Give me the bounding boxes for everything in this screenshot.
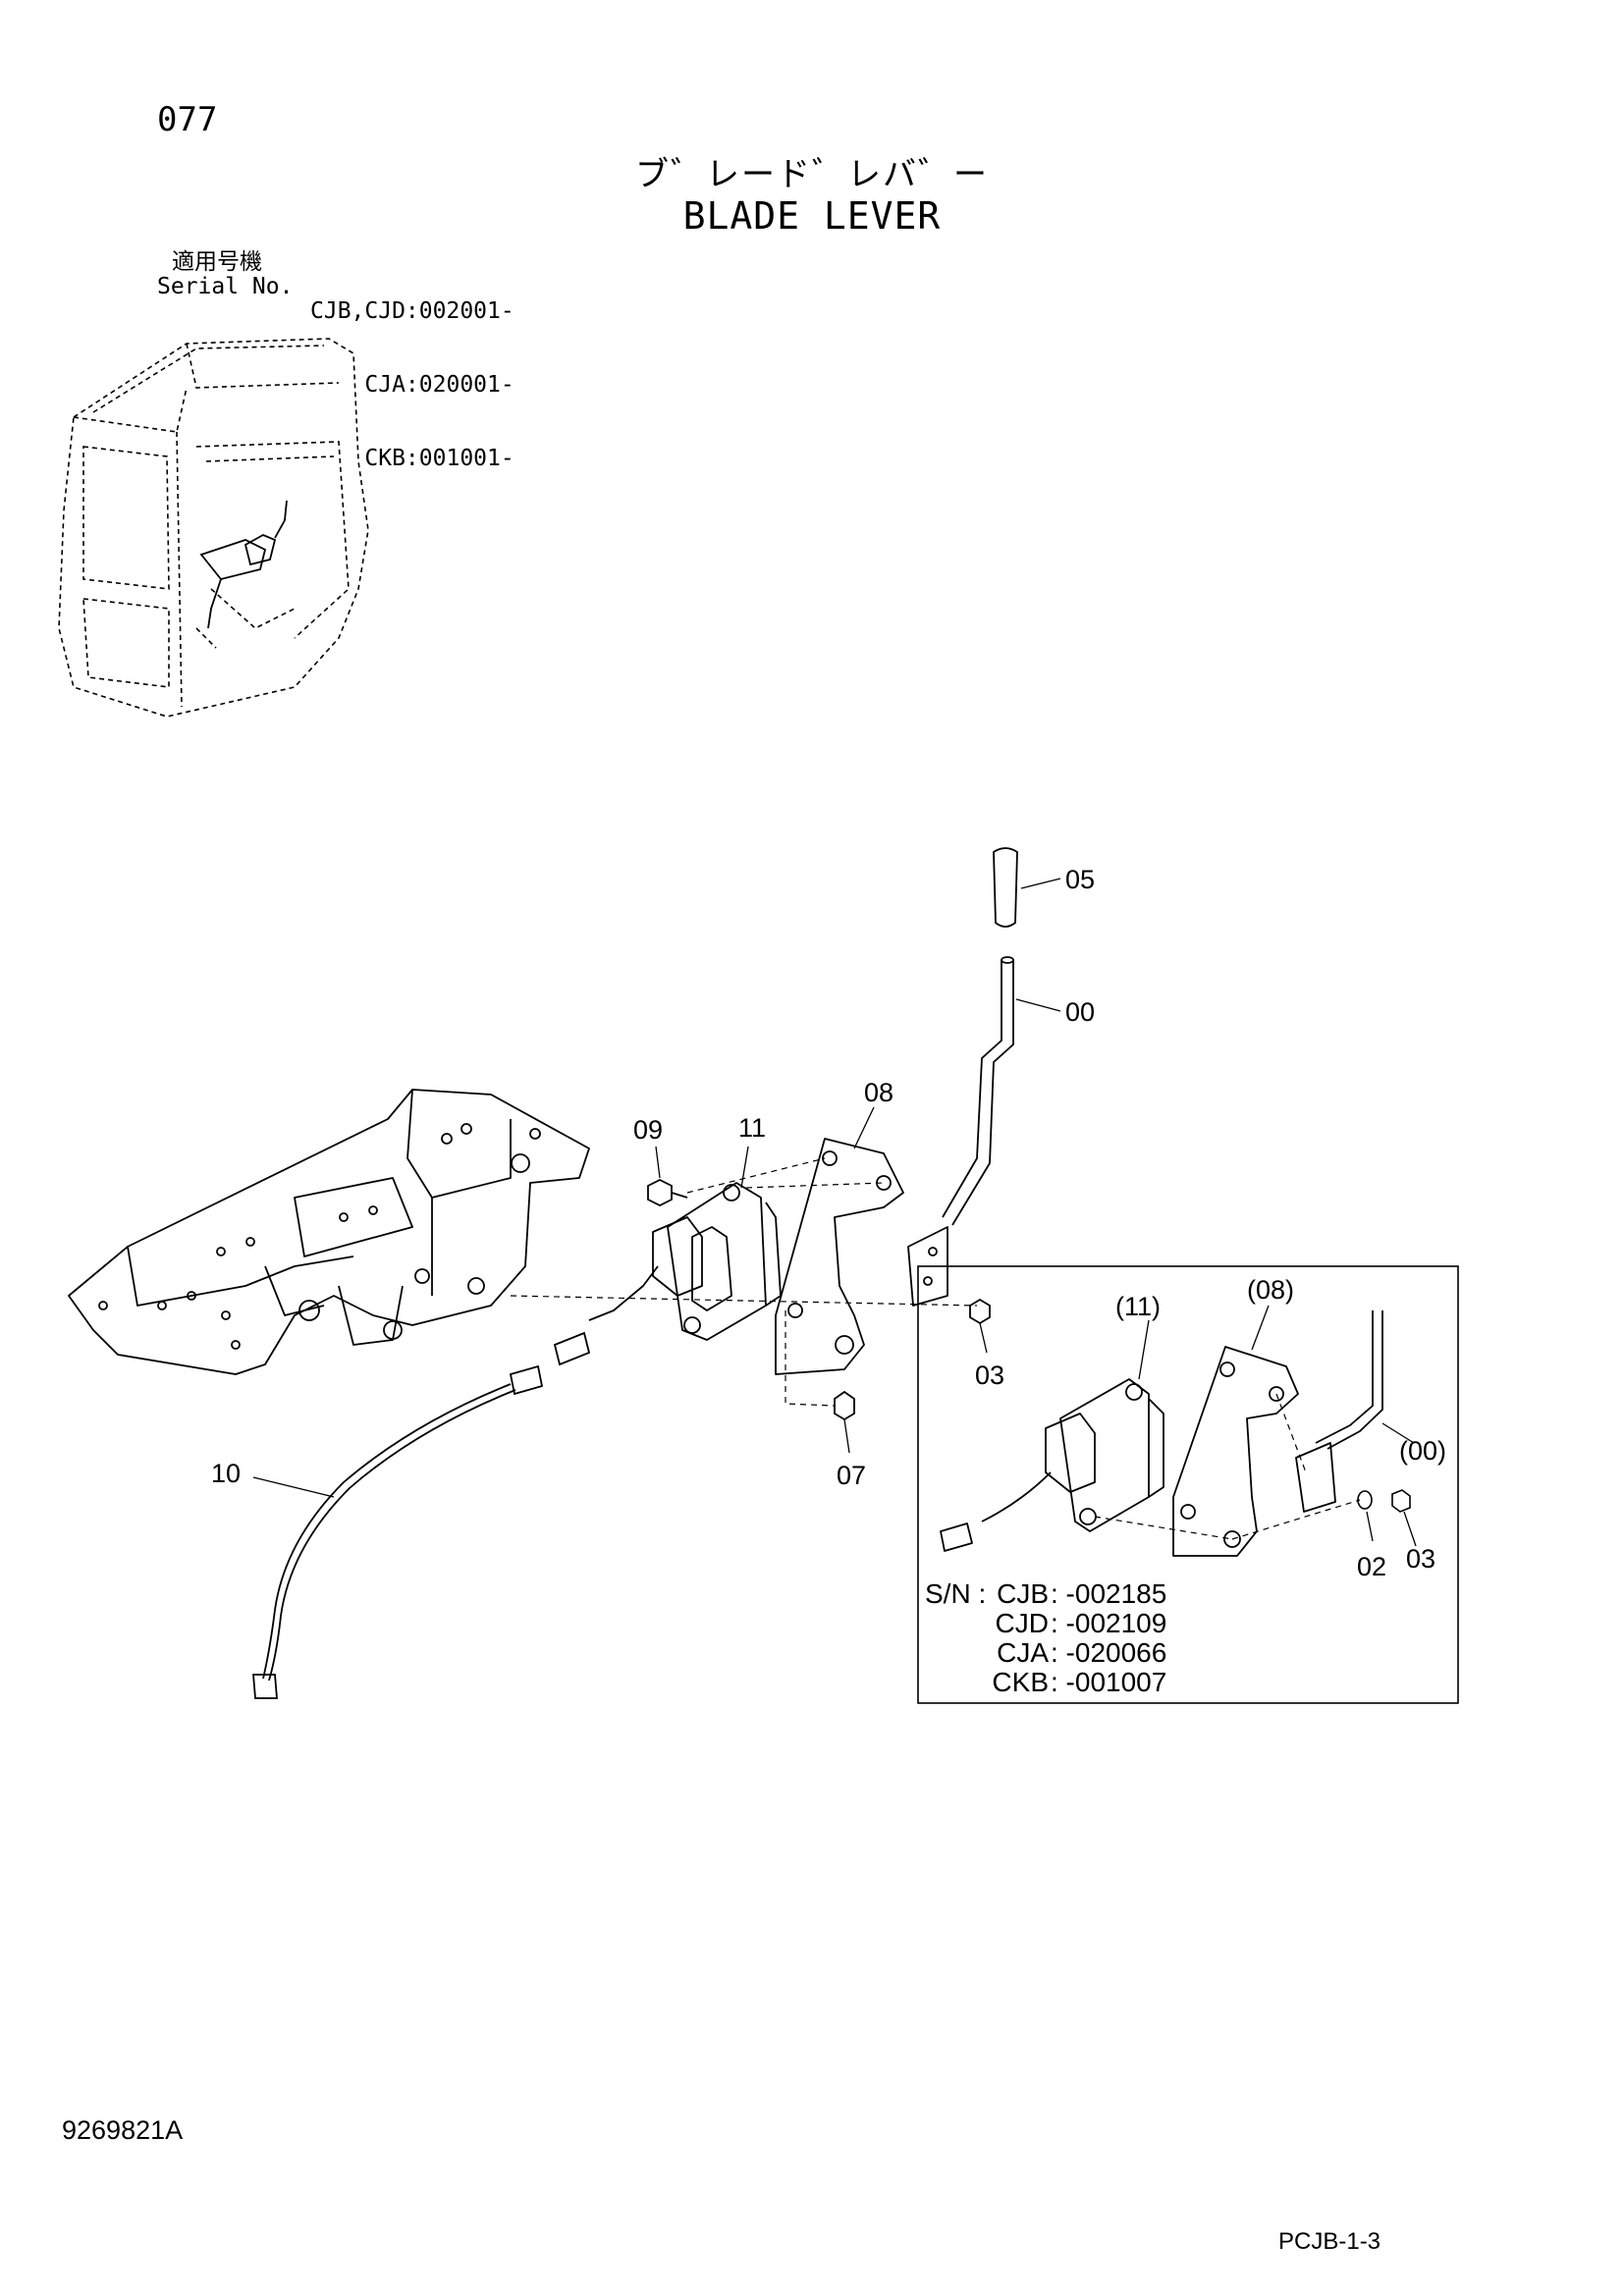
leader-lines [252,878,1061,1498]
inset-switch-assembly [940,1378,1164,1552]
inset-box [917,1265,1459,1704]
inset-leader-lines [1138,1305,1417,1547]
callout-00: 00 [1065,997,1095,1027]
cab-lever-highlight [199,500,288,629]
bolt-09 [647,1178,688,1207]
inset-sn-model: CJB [997,1578,1049,1609]
inset-sn-prefix: S/N : [925,1578,986,1609]
base-frame [68,1089,590,1375]
inset-sn-range: : -020066 [1051,1637,1166,1668]
serial-codes: CJB,CJD:002001- CJA:020001- CKB:001001- [310,250,514,496]
inset-callout-11: (11) [1115,1292,1161,1321]
alignment-lines [510,1157,978,1407]
inset-sn-model: CKB [992,1667,1049,1697]
inset-sn-model: CJD [996,1608,1049,1638]
callout-08: 08 [864,1078,893,1107]
inset-alignment-lines [1094,1393,1361,1540]
inset-sn-range: : -002185 [1051,1578,1166,1609]
page-title: BLADE LEVER [682,194,942,238]
wire-harness [252,1331,591,1699]
bracket-plate [775,1138,904,1375]
inset-callout-00: (00) [1399,1436,1446,1466]
callout-03: 03 [975,1361,1004,1390]
document-number: 9269821A [62,2115,184,2145]
lever-knob [993,847,1018,928]
inset-sn-range: : -002109 [1051,1608,1166,1638]
serial-code: CJA:020001- [364,372,514,398]
page-code: PCJB-1-3 [1278,2228,1381,2255]
inset-lever-rod [1295,1310,1383,1513]
page-number: 077 [157,100,218,139]
serial-code: CKB:001001- [364,446,514,471]
inset-washer-and-bolt [1357,1489,1411,1513]
inset-bracket-plate [1172,1346,1299,1557]
cab-locator-illustration [58,338,369,718]
callout-11: 11 [738,1113,766,1143]
inset-callout-02: 02 [1357,1552,1386,1581]
callout-09: 09 [633,1115,663,1145]
callout-05: 05 [1065,865,1095,894]
inset-callout-03: 03 [1406,1544,1435,1574]
bolt-03 [969,1298,991,1325]
bolt-07 [834,1390,855,1421]
callout-07: 07 [837,1461,866,1490]
serial-label: Serial No. [157,274,294,299]
inset-callout-08: (08) [1247,1275,1294,1305]
serial-label-japanese: 適用号機 [172,249,262,275]
title-japanese: ブ゛レード゛レバ゛ー [635,155,989,194]
serial-code: CJB,CJD:002001- [310,298,514,324]
callout-10: 10 [211,1459,241,1488]
lever-rod [907,956,1014,1307]
inset-sn-model: CJA [997,1637,1049,1668]
detent-switch-assembly [588,1182,782,1341]
inset-sn-range: : -001007 [1051,1667,1166,1697]
